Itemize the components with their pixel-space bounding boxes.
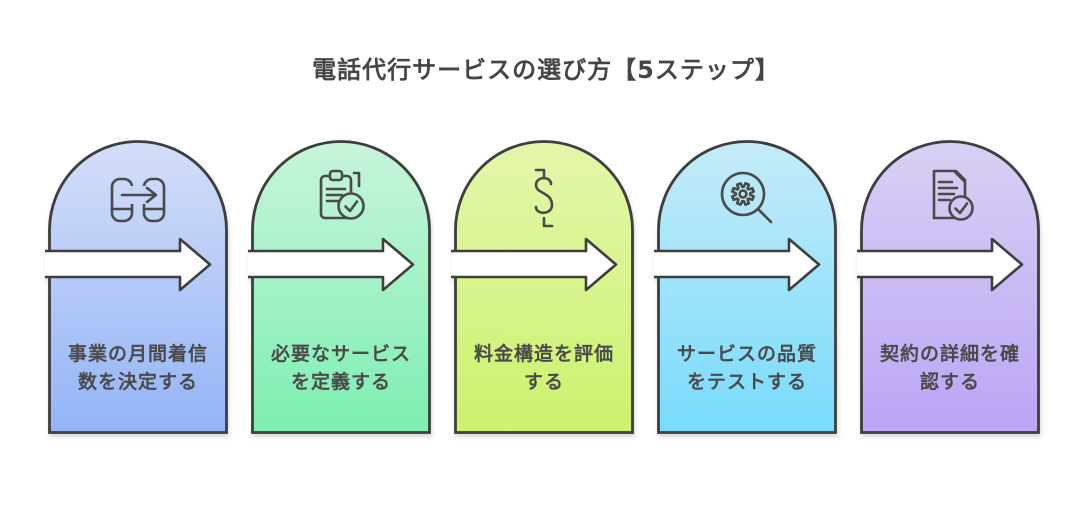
clipboard-check-icon xyxy=(319,169,365,220)
step-card-1: 事業の月間着信 数を決定する xyxy=(45,140,228,434)
page-title: 電話代行サービスの選び方【5ステップ】 xyxy=(312,56,780,84)
step-card-4: サービスの品質 をテストする xyxy=(654,140,837,434)
card-body xyxy=(860,140,1040,434)
dollar-sign-icon xyxy=(534,168,554,228)
step-label-line2: 数を決定する xyxy=(77,371,198,393)
step-card-3: 料金構造を評価 する xyxy=(451,140,634,434)
device-transfer-icon xyxy=(110,177,166,223)
arch-shape xyxy=(654,140,837,434)
flow-arrow-icon xyxy=(451,237,618,292)
card-body xyxy=(657,140,837,434)
card-body xyxy=(48,140,228,434)
step-label-line1: 事業の月間着信 xyxy=(67,343,208,365)
step-label-line2: を定義する xyxy=(290,371,391,393)
arch-shape xyxy=(45,140,228,434)
step-card-2: 必要なサービス を定義する xyxy=(248,140,431,434)
flow-arrow-icon xyxy=(248,237,415,292)
step-label: 料金構造を評価 する xyxy=(454,340,634,396)
flow-arrow-icon xyxy=(45,237,212,292)
arch-shape xyxy=(857,140,1040,434)
step-label-line1: サービスの品質 xyxy=(676,343,817,365)
step-label: 契約の詳細を確 認する xyxy=(860,340,1040,396)
step-card-5: 契約の詳細を確 認する xyxy=(857,140,1040,434)
step-label-line2: する xyxy=(523,371,564,393)
card-body xyxy=(251,140,431,434)
step-label-line1: 料金構造を評価 xyxy=(473,343,614,365)
step-label: サービスの品質 をテストする xyxy=(657,340,837,396)
arch-shape xyxy=(451,140,634,434)
document-check-icon xyxy=(932,169,974,221)
step-label-line2: 認する xyxy=(919,371,980,393)
arch-shape xyxy=(248,140,431,434)
magnifier-gear-icon xyxy=(720,171,773,224)
flow-arrow-icon xyxy=(857,237,1024,292)
step-label: 必要なサービス を定義する xyxy=(251,340,431,396)
flow-arrow-icon xyxy=(654,237,821,292)
step-label: 事業の月間着信 数を決定する xyxy=(48,340,228,396)
step-label-line1: 契約の詳細を確 xyxy=(879,343,1020,365)
step-label-line1: 必要なサービス xyxy=(270,343,411,365)
card-body xyxy=(454,140,634,434)
step-label-line2: をテストする xyxy=(686,371,807,393)
